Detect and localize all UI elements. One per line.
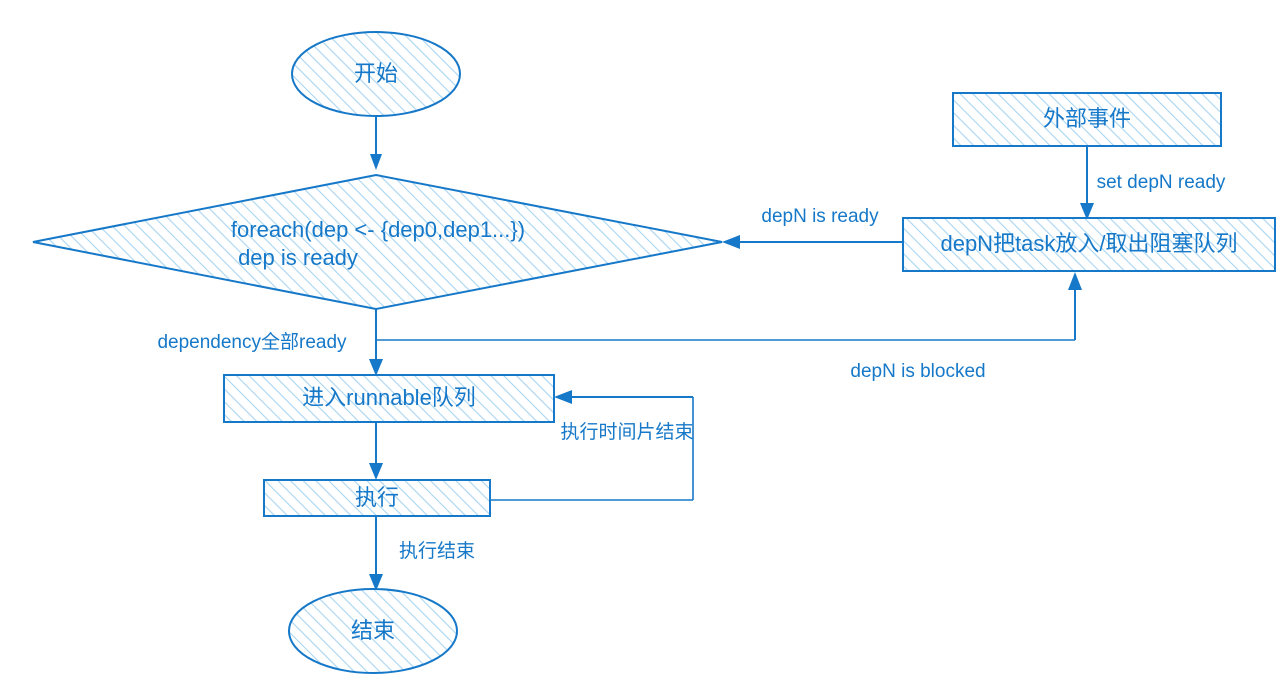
node-execute[interactable]: 执行	[263, 479, 491, 517]
edge-execute-to-runnable: 执行时间片结束	[490, 390, 694, 501]
edge-blockq-to-decision: depN is ready	[722, 206, 903, 249]
edge-label-depn-is-ready: depN is ready	[761, 206, 879, 227]
edge-label-dependency-all-ready: dependency全部ready	[157, 331, 347, 353]
node-end[interactable]: 结束	[288, 588, 458, 674]
node-start-label: 开始	[354, 61, 398, 86]
edge-runnable-to-execute	[369, 422, 383, 480]
node-decision-label-line1: foreach(dep <- {dep0,dep1...})	[231, 217, 525, 242]
node-start[interactable]: 开始	[291, 31, 461, 117]
edge-label-set-depn-ready: set depN ready	[1097, 172, 1226, 193]
node-decision-label-line2: dep is ready	[238, 245, 358, 270]
node-block-queue-label: depN把task放入/取出阻塞队列	[940, 231, 1237, 256]
node-end-label: 结束	[351, 618, 395, 643]
node-runnable-queue[interactable]: 进入runnable队列	[223, 374, 555, 423]
edge-decision-to-runnable: dependency全部ready	[157, 305, 383, 376]
node-block-queue[interactable]: depN把task放入/取出阻塞队列	[902, 217, 1276, 272]
node-runnable-queue-label: 进入runnable队列	[302, 385, 476, 410]
edge-external-to-blockq: set depN ready	[1080, 146, 1226, 220]
node-external-event-label: 外部事件	[1043, 106, 1131, 131]
edge-start-to-decision	[370, 115, 382, 170]
edge-execute-to-end: 执行结束	[369, 515, 475, 591]
edge-label-depn-is-blocked: depN is blocked	[850, 361, 985, 382]
edge-decision-to-blockq: depN is blocked	[376, 272, 1082, 382]
node-decision[interactable]: foreach(dep <- {dep0,dep1...}) dep is re…	[32, 173, 723, 311]
edge-label-execute-end: 执行结束	[399, 540, 475, 562]
node-execute-label: 执行	[355, 485, 399, 510]
edge-label-time-slice-end: 执行时间片结束	[560, 421, 693, 443]
node-external-event[interactable]: 外部事件	[952, 92, 1222, 147]
